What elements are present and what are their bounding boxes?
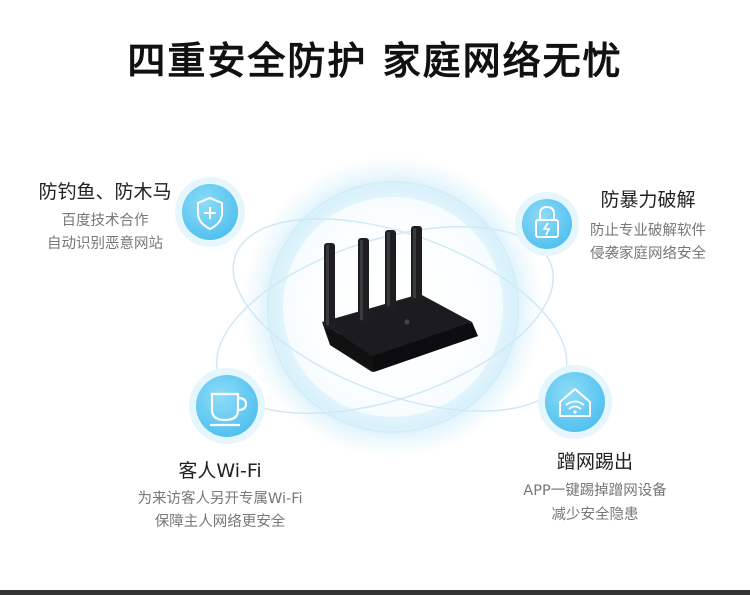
router-image: [322, 226, 478, 372]
phishing-desc-line2: 自动识别恶意网站: [47, 236, 163, 252]
home-wifi-icon: [538, 365, 612, 439]
kick-device-desc-line1: APP一键踢掉蹭网设备: [523, 483, 667, 499]
cup-icon: [189, 368, 265, 444]
shield-plus-icon: [175, 177, 245, 247]
glow-ring: [267, 181, 519, 433]
phishing-title: 防钓鱼、防木马: [38, 181, 172, 203]
brute-force-title: 防暴力破解: [600, 189, 696, 211]
guest-wifi-title: 客人Wi-Fi: [178, 460, 262, 482]
page-title: 四重安全防护 家庭网络无忧: [127, 39, 623, 83]
brute-force-desc-line2: 侵袭家庭网络安全: [590, 246, 706, 262]
brute-force-desc-line1: 防止专业破解软件: [590, 223, 706, 239]
lock-icon: [515, 192, 579, 256]
guest-wifi-desc-line2: 保障主人网络更安全: [154, 514, 286, 530]
guest-wifi-desc-line1: 为来访客人另开专属Wi-Fi: [137, 491, 303, 507]
phishing-desc-line1: 百度技术合作: [61, 213, 149, 229]
bottom-divider: [0, 590, 750, 595]
kick-device-title: 蹭网踢出: [556, 451, 633, 473]
kick-device-desc-line2: 减少安全隐患: [551, 507, 639, 523]
